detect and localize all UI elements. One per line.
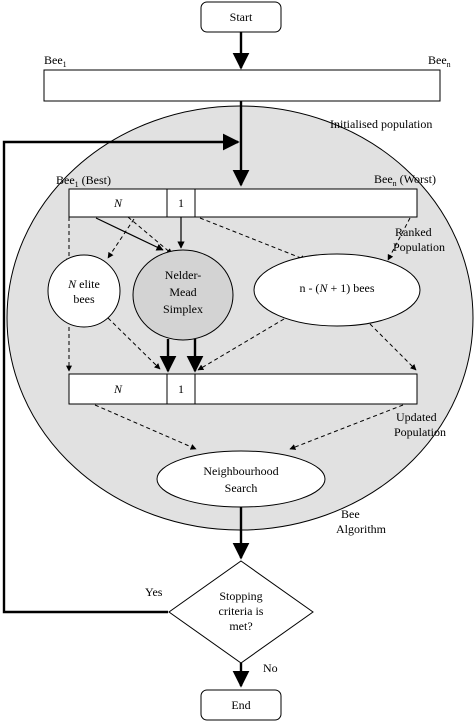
yes-label: Yes [145,585,163,599]
end-label: End [231,698,250,712]
rest-bees-node [253,253,421,327]
ranked-to-rest-arrow [199,217,307,261]
ranked-n-cell: N [113,196,123,210]
been-top-label: Been [428,53,451,69]
elite-to-updated-mid-arrow [107,317,161,370]
rest-to-updated-one-arrow [197,318,285,371]
updated-to-search-right-arrow [289,404,404,450]
updated-n-cell: N [113,382,123,396]
elite-bees-label: N elite [67,277,100,291]
best-label: Bee1 (Best) [56,173,111,189]
elite-bees-node [47,254,121,328]
nelder-mead-node [132,249,234,341]
ranked-left-to-elite-dash [107,218,135,259]
ranked-n-to-nelder-solid [95,217,164,251]
ranked-one-cell: 1 [178,196,184,210]
worst-label: Been (Worst) [374,172,436,188]
bee1-top-label: Bee1 [44,53,67,69]
initialised-population-label: Initialised population [330,117,432,131]
initial-population-bar [43,69,441,102]
ranked-right-to-rest-arrow [387,217,411,261]
no-label: No [263,661,278,675]
ranked-to-nelder-arrow-1 [127,216,173,255]
updated-to-search-left-arrow [94,404,197,450]
elite-bees-label-2: bees [73,292,95,306]
neighbourhood-search-node [156,450,326,508]
updated-population-bar [68,373,418,405]
rest-to-updated-right-arrow [369,323,417,371]
ranked-population-bar [68,188,418,218]
updated-one-cell: 1 [178,382,184,396]
rest-bees-label: n - (N + 1) bees [299,281,374,295]
end-node [200,689,282,721]
start-label: Start [230,10,253,24]
yes-loop-arrow [2,133,240,614]
